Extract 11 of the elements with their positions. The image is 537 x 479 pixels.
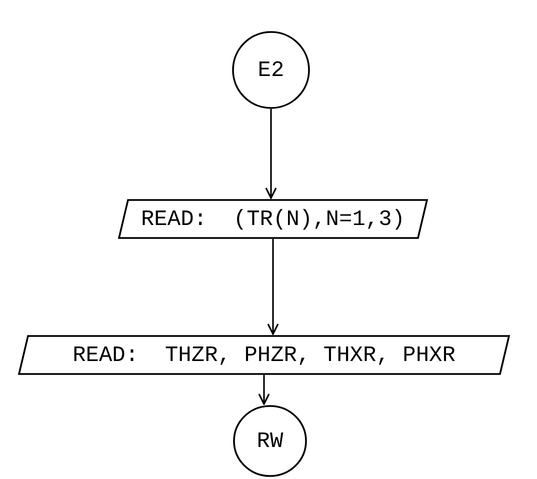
flow-arrow (267, 239, 279, 335)
node-label: RW (256, 428, 284, 454)
flow-arrow (265, 109, 277, 199)
node-label: READ: (TR(N),N=1,3) (140, 206, 406, 232)
flow-arrow (258, 375, 270, 405)
input-output-parallelogram (18, 335, 510, 375)
terminal-circle (233, 405, 307, 477)
input-output-parallelogram (118, 199, 428, 239)
node-label: E2 (258, 58, 284, 82)
terminal-circle (232, 31, 310, 109)
node-label: READ: THZR, PHZR, THXR, PHXR (72, 342, 456, 368)
